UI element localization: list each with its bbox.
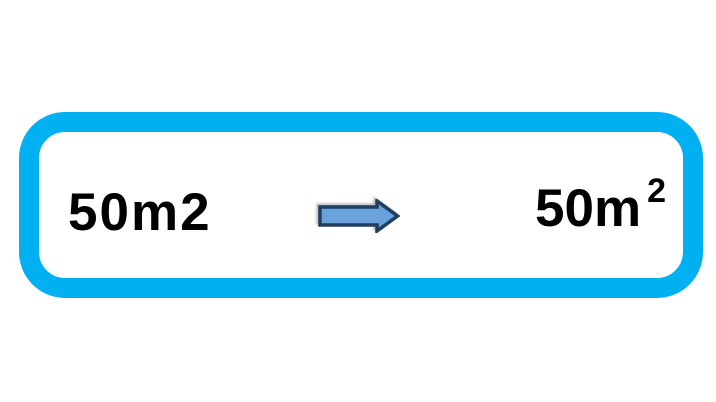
right-arrow-icon	[318, 199, 400, 233]
right-arrow-shape	[318, 199, 400, 233]
after-text-superscript: 2	[647, 172, 666, 210]
before-text: 50m2	[68, 183, 212, 242]
rounded-border-box	[19, 112, 703, 298]
after-text-base: 50m	[535, 179, 642, 238]
